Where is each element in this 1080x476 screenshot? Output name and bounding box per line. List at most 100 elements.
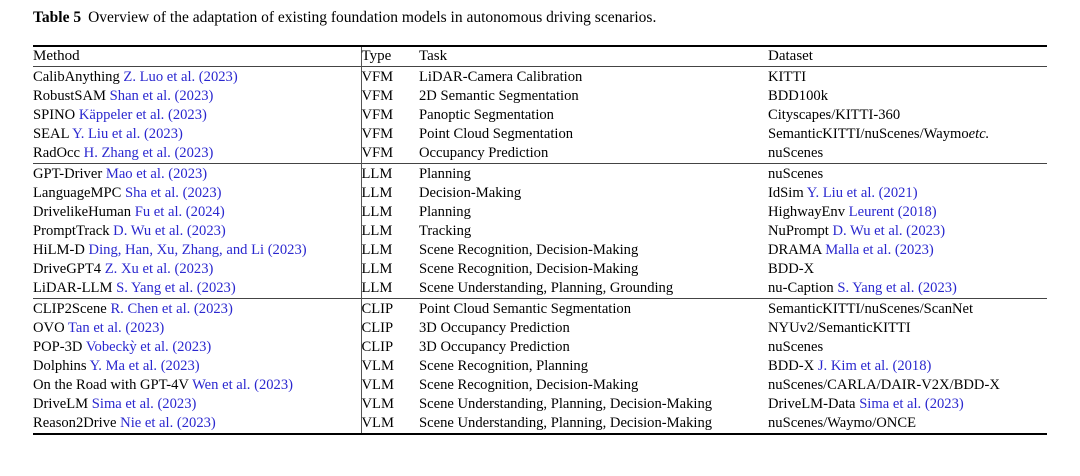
method-citation[interactable]: Z. Xu et al. (2023): [104, 260, 214, 277]
dataset-name: nuScenes: [768, 166, 824, 183]
cell-dataset: nuScenes: [768, 162, 1047, 185]
bottom-rule-cell: [361, 432, 419, 454]
table-container: Method Type Task Dataset CalibAnything Z…: [33, 44, 1047, 454]
dataset-name: DriveLM-Data: [768, 395, 856, 412]
cell-type: VLM: [360, 375, 419, 395]
method-name: HiLM-D: [33, 242, 85, 259]
dataset-name: nuScenes: [768, 145, 824, 162]
cell-task: Point Cloud Semantic Segmentation: [419, 297, 768, 320]
cell-type: LLM: [360, 259, 419, 279]
cell-task: Scene Recognition, Decision-Making: [419, 260, 639, 277]
method-citation[interactable]: Sima et al. (2023): [91, 395, 197, 412]
table-header-row: Method Type Task Dataset: [33, 44, 1047, 67]
method-citation[interactable]: Y. Ma et al. (2023): [89, 358, 200, 374]
cell-task: 3D Occupancy Prediction: [419, 320, 570, 337]
method-citation[interactable]: Fu et al. (2024): [134, 204, 225, 221]
method-name: PromptTrack: [33, 223, 110, 240]
dataset-citation[interactable]: Leurent (2018): [848, 204, 937, 221]
dataset-citation[interactable]: Y. Liu et al. (2021): [806, 185, 918, 202]
cell-method: RobustSAM Shan et al. (2023): [33, 87, 361, 106]
cell-method: CalibAnything Z. Luo et al. (2023): [33, 65, 361, 88]
cell-dataset: Cityscapes/KITTI-360: [768, 106, 1047, 125]
dataset-name: HighwayEnv: [768, 204, 846, 221]
cell-dataset: nuScenes: [768, 338, 1047, 357]
cell-task: Scene Understanding, Planning, Decision-…: [419, 414, 713, 431]
cell-method: SEAL Y. Liu et al. (2023): [33, 125, 361, 144]
method-citation[interactable]: Nie et al. (2023): [120, 414, 216, 431]
method-citation[interactable]: Shan et al. (2023): [109, 88, 214, 105]
method-citation[interactable]: Tan et al. (2023): [68, 320, 165, 337]
column-header-dataset: Dataset: [768, 44, 1047, 67]
dataset-name: nu-Caption: [768, 279, 834, 296]
dataset-citation[interactable]: D. Wu et al. (2023): [832, 223, 946, 240]
method-name: LiDAR-LLM: [33, 279, 113, 296]
dataset-citation[interactable]: S. Yang et al. (2023): [837, 279, 957, 296]
method-citation[interactable]: Sha et al. (2023): [125, 185, 222, 202]
bottom-rule-cell: [419, 432, 768, 454]
cell-dataset: nuScenes/CARLA/DAIR-V2X/BDD-X: [768, 376, 1047, 395]
dataset-citation[interactable]: Malla et al. (2023): [825, 242, 934, 259]
cell-type: LLM: [360, 203, 419, 223]
column-header-method: Method: [33, 44, 361, 67]
dataset-name: SemanticKITTI/nuScenes/ScanNet: [768, 301, 974, 318]
foundation-models-table: Method Type Task Dataset CalibAnything Z…: [33, 44, 1047, 454]
method-citation[interactable]: Vobeckỳ et al. (2023): [85, 339, 212, 356]
cell-type: VFM: [360, 144, 419, 164]
dataset-name: nuScenes: [768, 339, 824, 356]
cell-type: LLM: [360, 184, 419, 204]
method-citation[interactable]: Ding, Han, Xu, Zhang, and Li (2023): [88, 242, 307, 259]
method-citation[interactable]: Käppeler et al. (2023): [78, 107, 207, 124]
cell-dataset: BDD100k: [768, 87, 1047, 106]
cell-dataset: NuPrompt D. Wu et al. (2023): [768, 222, 1047, 241]
cell-task: Decision-Making: [419, 185, 522, 202]
cell-dataset: DRAMA Malla et al. (2023): [768, 241, 1047, 260]
cell-task: 3D Occupancy Prediction: [419, 339, 570, 356]
cell-type: VFM: [360, 87, 419, 107]
method-citation[interactable]: Z. Luo et al. (2023): [123, 69, 238, 86]
dataset-name: NYUv2/SemanticKITTI: [768, 320, 911, 337]
cell-method: OVO Tan et al. (2023): [33, 319, 361, 338]
cell-task: LiDAR-Camera Calibration: [419, 65, 768, 88]
dataset-name: DRAMA: [768, 242, 822, 259]
dataset-name: BDD100k: [768, 88, 828, 105]
method-citation[interactable]: Wen et al. (2023): [192, 376, 294, 393]
caption-label: Table 5: [33, 9, 82, 26]
cell-dataset: KITTI: [768, 65, 1047, 88]
cell-task: Planning: [419, 162, 768, 185]
method-name: DriveGPT4: [33, 260, 102, 277]
dataset-citation[interactable]: Sima et al. (2023): [859, 395, 964, 412]
cell-method: Dolphins Y. Ma et al. (2023): [33, 357, 361, 376]
caption-text: Overview of the adaptation of existing f…: [88, 9, 657, 26]
method-name: RadOcc: [33, 145, 81, 162]
cell-dataset: nu-Caption S. Yang et al. (2023): [768, 279, 1047, 298]
method-citation[interactable]: R. Chen et al. (2023): [110, 301, 233, 318]
column-header-task: Task: [419, 44, 768, 67]
cell-task: Scene Understanding, Planning, Grounding: [419, 279, 674, 296]
bottom-rule-cell: [33, 432, 361, 454]
cell-type: LLM: [360, 241, 419, 260]
cell-method: HiLM-D Ding, Han, Xu, Zhang, and Li (202…: [33, 241, 361, 260]
bottom-rule-cell: [768, 432, 1047, 454]
method-name: DriveLM: [33, 395, 89, 412]
cell-method: POP-3D Vobeckỳ et al. (2023): [33, 338, 361, 357]
method-citation[interactable]: Mao et al. (2023): [105, 166, 208, 183]
method-citation[interactable]: H. Zhang et al. (2023): [83, 145, 214, 162]
dataset-name: SemanticKITTI/nuScenes/Waymo: [768, 126, 969, 143]
method-citation[interactable]: D. Wu et al. (2023): [113, 223, 226, 240]
cell-dataset: SemanticKITTI/nuScenes/Waymoetc.: [768, 125, 1047, 144]
dataset-citation[interactable]: J. Kim et al. (2018): [817, 358, 932, 374]
method-citation[interactable]: S. Yang et al. (2023): [116, 279, 236, 296]
method-name: DrivelikeHuman: [33, 204, 132, 221]
cell-dataset: BDD-X J. Kim et al. (2018): [768, 357, 1047, 376]
method-citation[interactable]: Y. Liu et al. (2023): [72, 126, 183, 143]
